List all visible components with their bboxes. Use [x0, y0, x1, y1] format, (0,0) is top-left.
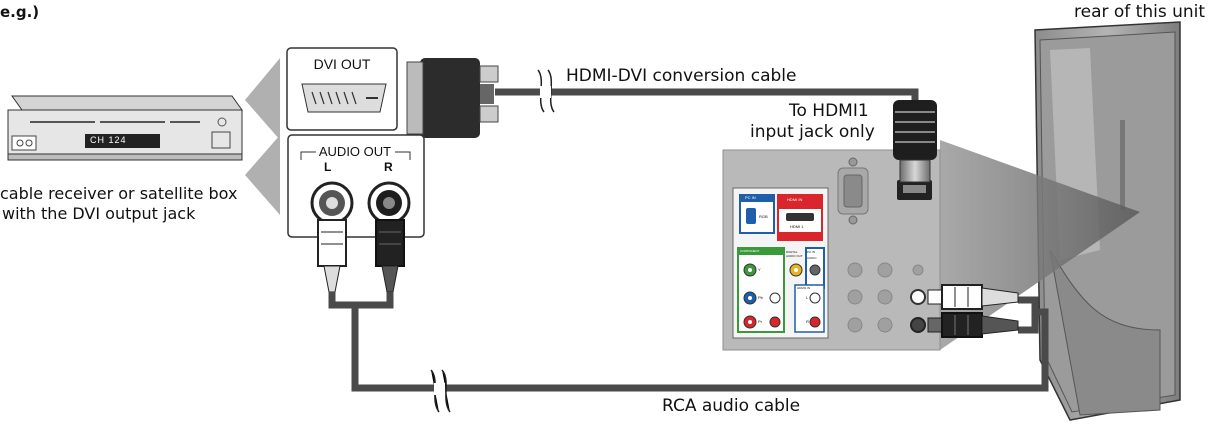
panel-pb-label: Pb: [758, 295, 763, 300]
panel-l-label: L: [806, 295, 809, 300]
panel-component-label: COMPONENT: [740, 249, 760, 253]
zoom-arrow-dvi: [245, 58, 280, 140]
audio-left-label: L: [324, 160, 332, 174]
rca-cable-label: RCA audio cable: [662, 396, 801, 416]
hdmi-plug: [880, 88, 937, 183]
audio-out-label: AUDIO OUT: [318, 144, 392, 159]
zoom-arrow-audio: [245, 135, 280, 215]
panel-digital-audio-label: DIGITAL AUDIO OUT: [786, 250, 803, 258]
source-device-label-2: with the DVI output jack: [2, 204, 196, 223]
rear-of-unit-label: rear of this unit: [1074, 2, 1206, 22]
panel-r-label: R: [806, 319, 809, 324]
panel-hdmi-in-label: HDMI IN: [787, 197, 803, 202]
to-hdmi1-label-2: input jack only: [750, 122, 875, 142]
tv-input-panel: [722, 149, 941, 351]
audio-right-label: R: [384, 160, 393, 174]
example-label: e.g.): [0, 3, 40, 21]
hdmi-dvi-cable: [406, 58, 888, 138]
to-hdmi1-label-1: To HDMI1: [789, 101, 869, 121]
panel-audio-label: AUDIO: [807, 256, 817, 260]
panel-pc-in-audio-header: PC IN: [807, 250, 816, 254]
panel-pr-label: Pr: [758, 319, 762, 324]
dvi-out-port: [286, 47, 398, 131]
panel-rgb-label: RGB: [759, 214, 768, 219]
panel-pc-in-label: PC IN: [745, 195, 756, 200]
rca-cable: [317, 219, 1049, 413]
dvi-out-label: DVI OUT: [313, 56, 371, 72]
hdmi-dvi-cable-label: HDMI-DVI conversion cable: [566, 66, 797, 86]
audio-out-port: [287, 134, 425, 238]
panel-y-label: Y: [758, 267, 761, 272]
source-device-label-1: cable receiver or satellite box: [0, 184, 238, 203]
source-device: [7, 95, 243, 161]
device-display-text: CH 124: [90, 135, 127, 145]
panel-hdmi1-in-label: HDMI1 IN: [797, 286, 811, 290]
panel-hdmi1-label: HDMI 1: [790, 224, 804, 229]
